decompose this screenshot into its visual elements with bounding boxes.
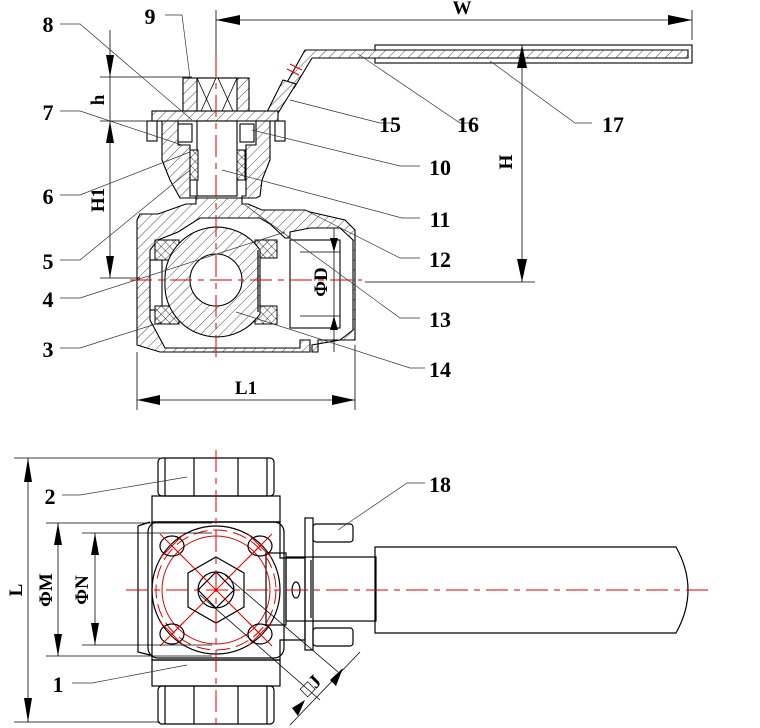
stem-assembly bbox=[146, 77, 286, 215]
part-label-18: 18 bbox=[429, 472, 451, 497]
part-label-17: 17 bbox=[602, 112, 624, 137]
dimension-h-small: h H1 bbox=[88, 30, 192, 279]
part-label-15: 15 bbox=[379, 112, 401, 137]
part-label-4: 4 bbox=[43, 287, 54, 312]
part-label-12: 12 bbox=[429, 247, 451, 272]
dim-label-h-upper: H bbox=[496, 154, 517, 169]
part-label-14: 14 bbox=[429, 357, 451, 382]
dimension-phid: ΦD bbox=[311, 228, 338, 352]
dim-label-w: W bbox=[453, 0, 472, 19]
valve-body-section bbox=[136, 120, 356, 353]
section-view: W H bbox=[43, 0, 693, 410]
part-label-3: 3 bbox=[43, 337, 54, 362]
dim-label-phid: ΦD bbox=[311, 267, 332, 296]
dim-label-l1: L1 bbox=[235, 378, 257, 399]
part-label-1: 1 bbox=[53, 672, 64, 697]
part-callouts-section: 8 9 7 6 5 4 3 15 16 17 10 11 12 bbox=[43, 4, 625, 382]
part-label-8: 8 bbox=[43, 12, 54, 37]
part-label-11: 11 bbox=[430, 207, 451, 232]
part-label-2: 2 bbox=[45, 484, 56, 509]
dimension-l1: L1 bbox=[136, 345, 356, 410]
top-view: L ΦM ΦN □J bbox=[6, 450, 710, 728]
part-label-16: 16 bbox=[457, 112, 479, 137]
dim-label-l: L bbox=[6, 584, 27, 597]
dim-label-h-lower: h bbox=[88, 94, 109, 105]
part-label-6: 6 bbox=[43, 184, 54, 209]
dimension-w: W bbox=[215, 0, 693, 55]
part-label-13: 13 bbox=[429, 307, 451, 332]
dimension-phim: ΦM bbox=[36, 522, 212, 657]
dimension-phin: ΦN bbox=[72, 532, 212, 646]
part-callouts-top: 2 1 18 bbox=[45, 472, 452, 697]
part-label-7: 7 bbox=[43, 100, 54, 125]
dim-label-h1: H1 bbox=[88, 188, 109, 212]
dim-label-phin: ΦN bbox=[72, 575, 93, 605]
dimension-l: L bbox=[6, 457, 160, 723]
dim-label-j: □J bbox=[296, 671, 326, 701]
part-label-9: 9 bbox=[145, 4, 156, 29]
handle-section bbox=[265, 44, 693, 119]
part-label-5: 5 bbox=[43, 249, 54, 274]
dim-label-phim: ΦM bbox=[36, 573, 57, 607]
part-label-10: 10 bbox=[429, 155, 451, 180]
